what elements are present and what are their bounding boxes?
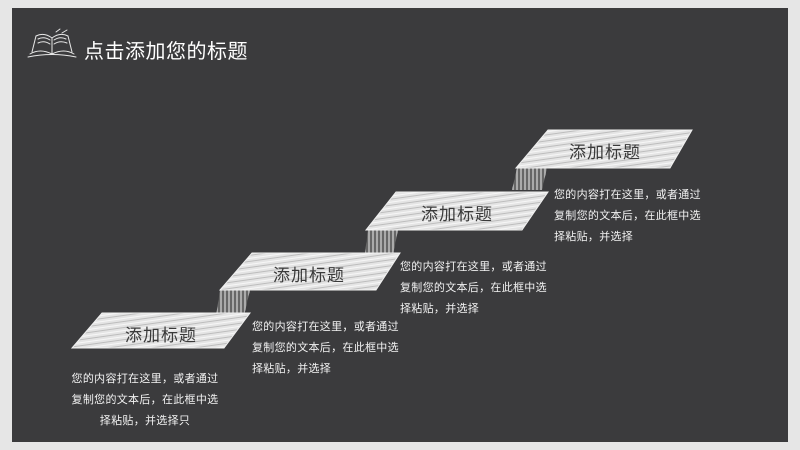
riser-3 [512,168,547,190]
page-title: 点击添加您的标题 [84,39,248,63]
step-tread-4 [514,129,693,169]
step-desc-3: 您的内容打在这里，或者通过复制您的文本后，在此框中选择粘贴，并选择 [400,260,547,315]
slide: 点击添加您的标题 添加标题 添加标题 添加标题 添加标题 您的内容 [12,8,788,442]
step-tread-3 [364,191,549,231]
open-book-icon [27,28,77,58]
staircase-diagram [70,129,693,349]
step-label-4: 添加标题 [569,143,641,163]
step-tread-2 [218,252,401,291]
step-label-3: 添加标题 [421,205,493,225]
step-desc-2: 您的内容打在这里，或者通过复制您的文本后，在此框中选择粘贴，并选择 [252,320,399,375]
step-desc-4: 您的内容打在这里，或者通过复制您的文本后，在此框中选择粘贴，并选择 [554,188,701,243]
riser-1 [216,290,250,316]
step-desc-1: 您的内容打在这里，或者通过复制您的文本后，在此框中选择粘贴，并选择只 [71,372,219,427]
step-label-2: 添加标题 [273,266,345,286]
step-tread-1 [70,312,251,349]
step-label-1: 添加标题 [125,326,197,346]
